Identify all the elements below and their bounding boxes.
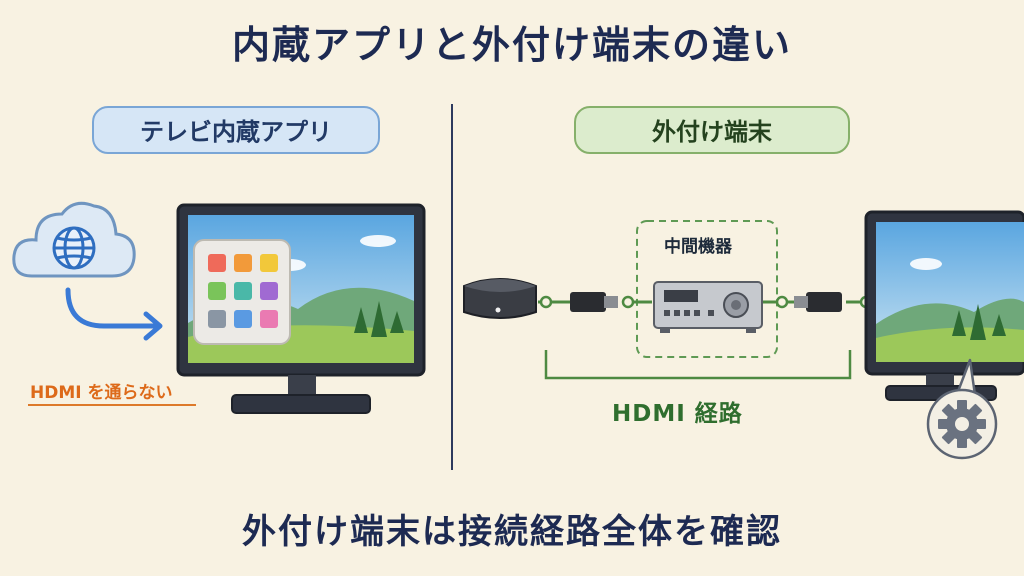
cloud-globe-icon (12, 201, 136, 278)
tv-icon (864, 210, 1024, 401)
intermediate-device-label: 中間機器 (664, 237, 732, 257)
app-tile (260, 310, 278, 328)
page-title: 内蔵アプリと外付け端末の違い (231, 23, 792, 67)
streaming-box-icon (463, 278, 537, 319)
app-tile (260, 282, 278, 300)
app-tile (234, 282, 252, 300)
app-tile (208, 282, 226, 300)
av-receiver-icon (653, 281, 763, 333)
app-grid-icon (193, 239, 291, 345)
intermediate-device-box (636, 220, 778, 358)
gear-icon (926, 358, 998, 460)
conclusion-text: 外付け端末は接続経路全体を確認 (242, 512, 782, 552)
arrow-icon (65, 287, 163, 341)
hdmi-plug-icon (794, 292, 842, 312)
builtin-app-label: テレビ内蔵アプリ (92, 106, 380, 154)
no-hdmi-note: HDMI を通らない (30, 383, 173, 403)
app-tile (234, 254, 252, 272)
note-underline (28, 404, 196, 406)
app-tile (208, 254, 226, 272)
external-device-label: 外付け端末 (574, 106, 850, 154)
app-tile (234, 310, 252, 328)
app-tile (208, 310, 226, 328)
hdmi-route-label: HDMI 経路 (612, 401, 743, 427)
hdmi-plug-icon (570, 292, 618, 312)
section-divider (451, 104, 453, 470)
app-tile (260, 254, 278, 272)
